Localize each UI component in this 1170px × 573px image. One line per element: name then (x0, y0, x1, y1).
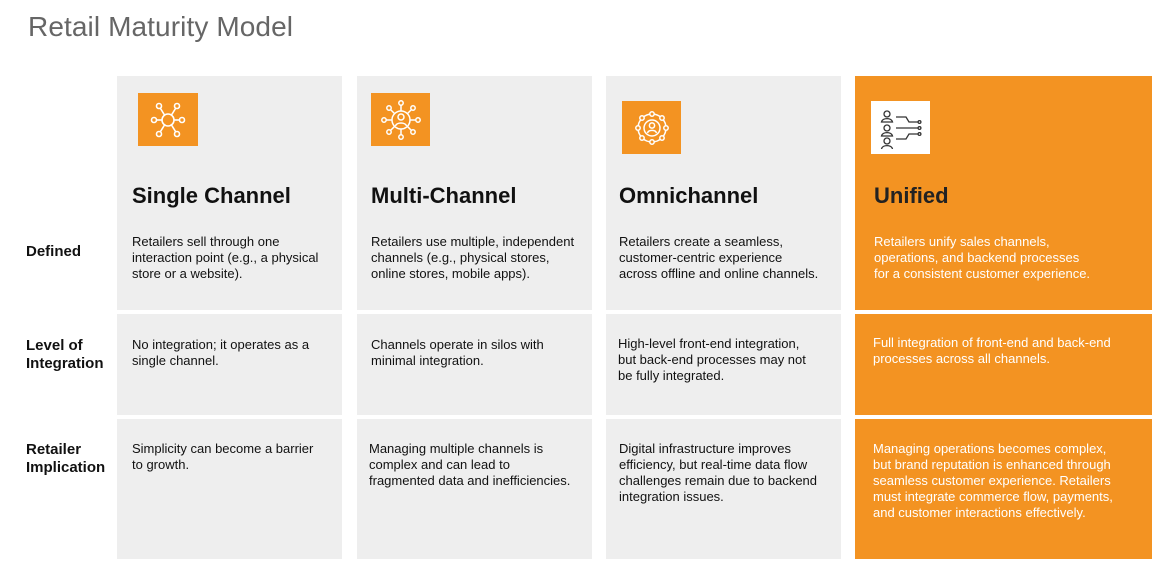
omnichannel-implication-cell: Digital infrastructure improves efficien… (606, 419, 841, 559)
text-line: Retailers use multiple, independent (371, 234, 575, 249)
text-line: customer-centric experience (619, 250, 783, 265)
text-line: fragmented data and inefficiencies. (369, 473, 571, 488)
text-line: minimal integration. (371, 353, 484, 368)
text-line: Channels operate in silos with (371, 337, 544, 352)
multi-channel-integration-text: Channels operate in silos with minimal i… (371, 337, 544, 369)
single-channel-title: Single Channel (132, 183, 291, 208)
single-channel-integration-cell: No integration; it operates as a single … (117, 314, 342, 415)
text-line: Digital infrastructure improves (619, 441, 791, 456)
single-channel-header-cell: Single Channel Retailers sell through on… (117, 76, 342, 310)
text-line: but back-end processes may not (618, 352, 806, 367)
omnichannel-user-icon (622, 101, 681, 154)
text-line: Managing operations becomes complex, (873, 441, 1107, 456)
text-line: efficiency, but real-time data flow (619, 457, 808, 472)
single-channel-defined-text: Retailers sell through one interaction p… (132, 234, 318, 282)
text-line: channels (e.g., physical stores, (371, 250, 550, 265)
unified-header-cell: Unified Retailers unify sales channels, … (855, 76, 1152, 310)
omnichannel-integration-text: High-level front-end integration, but ba… (618, 336, 806, 384)
multi-channel-implication-cell: Managing multiple channels is complex an… (357, 419, 592, 559)
network-hub-icon (138, 93, 198, 146)
omnichannel-integration-cell: High-level front-end integration, but ba… (606, 314, 841, 415)
text-line: but brand reputation is enhanced through (873, 457, 1111, 472)
row-label-integration-line2: Integration (26, 355, 104, 372)
omnichannel-header-cell: Omnichannel Retailers create a seamless,… (606, 76, 841, 310)
text-line: Managing multiple channels is (369, 441, 544, 456)
multi-channel-defined-text: Retailers use multiple, independent chan… (371, 234, 574, 282)
unified-title: Unified (874, 183, 949, 208)
text-line: online stores, mobile apps). (371, 266, 530, 281)
text-line: integration issues. (619, 489, 724, 504)
omnichannel-defined-text: Retailers create a seamless, customer-ce… (619, 234, 818, 282)
text-line: processes across all channels. (873, 351, 1051, 366)
unified-customers-icon (871, 101, 930, 154)
text-line: across offline and online channels. (619, 266, 819, 281)
text-line: must integrate commerce flow, payments, (873, 489, 1113, 504)
row-label-integration: Level of Integration (26, 337, 114, 373)
multi-channel-implication-text: Managing multiple channels is complex an… (369, 441, 570, 489)
page-title: Retail Maturity Model (28, 11, 294, 42)
omnichannel-title: Omnichannel (619, 183, 759, 208)
text-line: for a consistent customer experience. (874, 266, 1091, 281)
text-line: complex and can lead to (369, 457, 510, 472)
text-line: challenges remain due to backend (619, 473, 818, 488)
text-line: seamless customer experience. Retailers (873, 473, 1111, 488)
text-line: be fully integrated. (618, 368, 725, 383)
single-channel-implication-text: Simplicity can become a barrier to growt… (132, 441, 313, 473)
row-label-implication-line1: Retailer (26, 441, 82, 458)
text-line: Full integration of front-end and back-e… (873, 335, 1111, 350)
text-line: Retailers unify sales channels, (874, 234, 1050, 249)
unified-defined-text: Retailers unify sales channels, operatio… (874, 234, 1090, 282)
multi-channel-title: Multi-Channel (371, 183, 517, 208)
unified-integration-text: Full integration of front-end and back-e… (873, 335, 1111, 367)
unified-integration-cell: Full integration of front-end and back-e… (855, 314, 1152, 415)
row-label-implication-line2: Implication (26, 459, 106, 476)
text-line: No integration; it operates as a (132, 337, 310, 352)
text-line: Retailers sell through one (132, 234, 280, 249)
unified-implication-text: Managing operations becomes complex, but… (873, 441, 1113, 521)
text-line: Simplicity can become a barrier (132, 441, 314, 456)
multi-channel-integration-cell: Channels operate in silos with minimal i… (357, 314, 592, 415)
multi-channel-user-icon (371, 93, 430, 146)
single-channel-integration-text: No integration; it operates as a single … (132, 337, 309, 369)
single-channel-implication-cell: Simplicity can become a barrier to growt… (117, 419, 342, 559)
row-label-integration-line1: Level of (26, 337, 83, 354)
omnichannel-implication-text: Digital infrastructure improves efficien… (619, 441, 817, 505)
text-line: operations, and backend processes (874, 250, 1080, 265)
row-label-defined-text: Defined (26, 243, 82, 260)
text-line: Retailers create a seamless, (619, 234, 784, 249)
multi-channel-header-cell: Multi-Channel Retailers use multiple, in… (357, 76, 592, 310)
row-label-implication: Retailer Implication (26, 441, 114, 477)
unified-implication-cell: Managing operations becomes complex, but… (855, 419, 1152, 559)
text-line: single channel. (132, 353, 219, 368)
text-line: to growth. (132, 457, 190, 472)
row-label-defined: Defined (26, 243, 114, 261)
text-line: High-level front-end integration, (618, 336, 800, 351)
text-line: and customer interactions effectively. (873, 505, 1086, 520)
text-line: store or a website). (132, 266, 243, 281)
text-line: interaction point (e.g., a physical (132, 250, 319, 265)
